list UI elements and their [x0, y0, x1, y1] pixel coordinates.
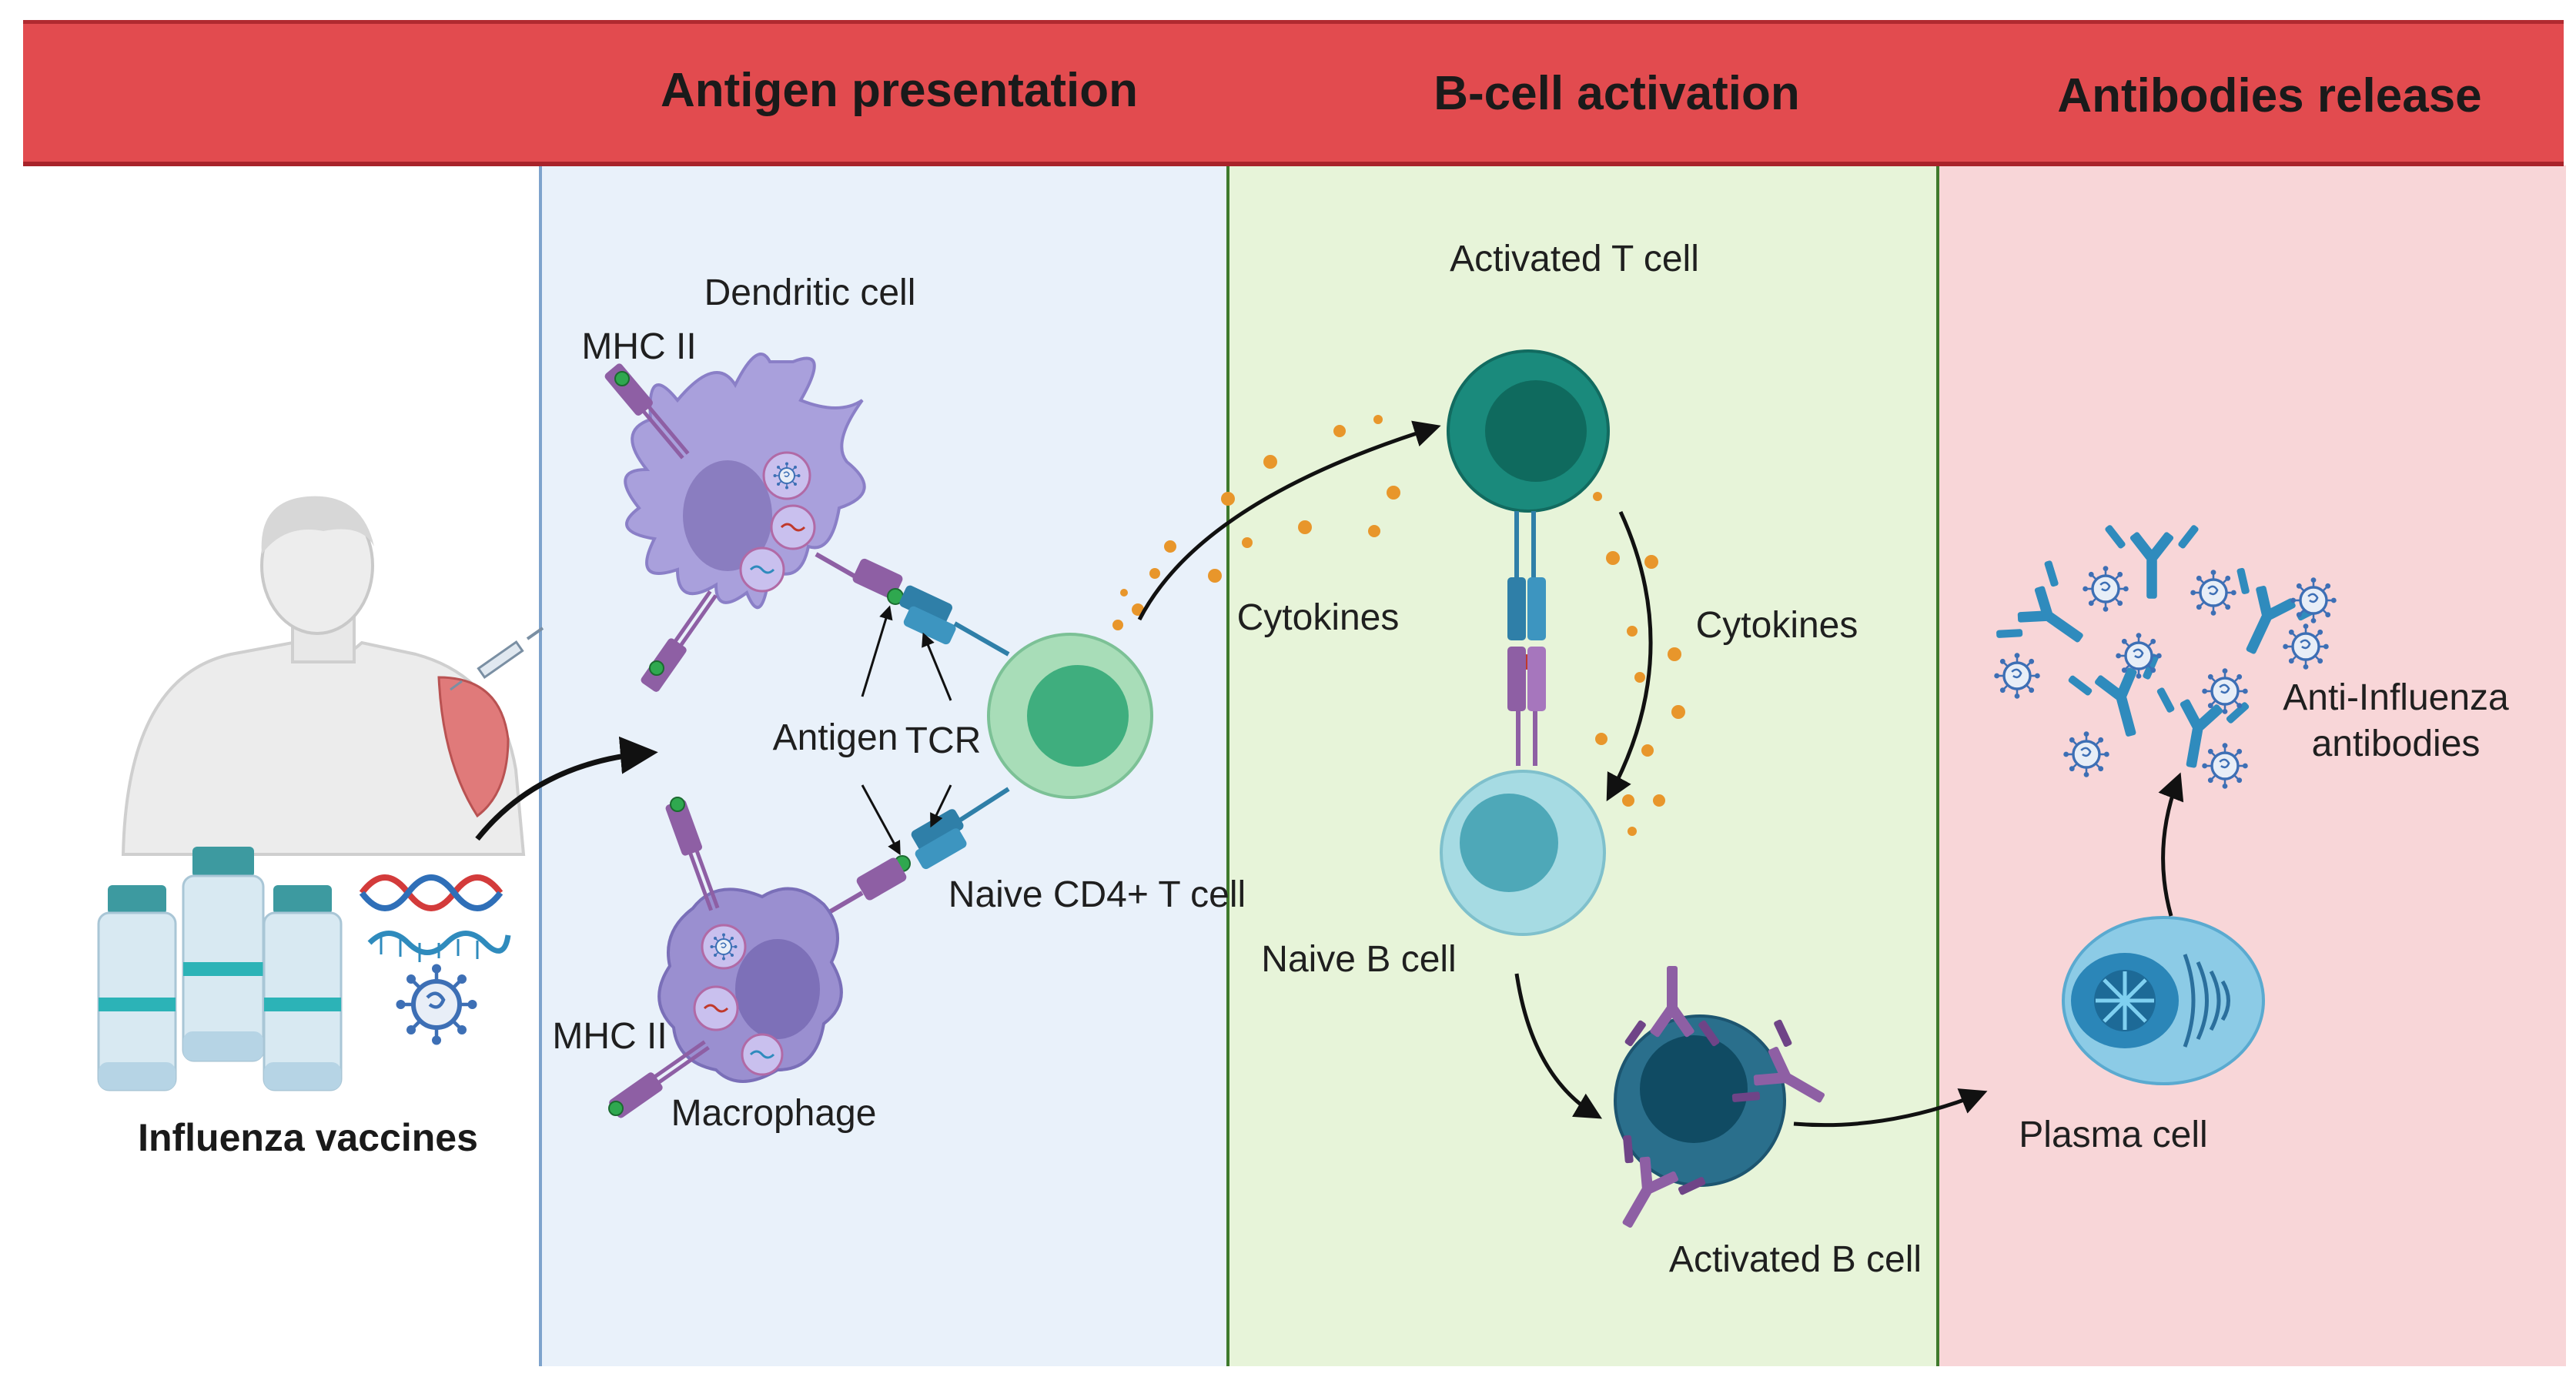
- mhc-ii-molecule: [852, 558, 903, 600]
- tcr-stalk: [953, 621, 1010, 657]
- virus-icon: [2081, 564, 2130, 613]
- deltoid-muscle: [437, 676, 510, 818]
- label-activated-b-cell: Activated B cell: [1669, 1239, 1922, 1280]
- pointer-antigen-up: [861, 605, 893, 697]
- header-antigen-presentation: Antigen presentation: [661, 64, 1138, 117]
- syringe-icon: [450, 627, 544, 691]
- naive-cd4-t-cell: [987, 633, 1153, 799]
- dna-icon: [359, 874, 503, 911]
- cytokine-dots: [1593, 492, 1685, 836]
- pointer-antigen-down: [861, 784, 901, 856]
- antigen-dot: [614, 371, 630, 386]
- antigen-dot: [670, 797, 685, 812]
- label-antigen: Antigen: [773, 717, 898, 758]
- vaccine-vials: [97, 847, 343, 1091]
- header-antibodies-release: Antibodies release: [2057, 69, 2481, 122]
- antigen-dot: [608, 1101, 624, 1116]
- label-activated-t-cell: Activated T cell: [1450, 239, 1699, 279]
- label-naive-cd4-t-cell: Naive CD4+ T cell: [948, 874, 1246, 915]
- tcr-stalk: [953, 787, 1010, 826]
- panel-b-cell-activation: [1228, 165, 1938, 1366]
- virus-icon: [396, 964, 477, 1045]
- arrow-activated-t-to-b: [1606, 510, 1653, 802]
- vial-icon: [182, 847, 265, 1062]
- label-cytokines-left: Cytokines: [1237, 597, 1400, 638]
- virus-icon: [1992, 651, 2042, 700]
- tcr-receptor: [903, 606, 956, 645]
- mhc-ii-molecule: [856, 857, 907, 901]
- arrow-vaccine-to-presentation: [475, 736, 658, 841]
- person-illustration: [121, 496, 544, 856]
- dendritic-cell: [624, 353, 866, 610]
- virus-icon: [2114, 631, 2163, 680]
- cytokine-dots: [1112, 415, 1400, 630]
- tcr-receptor: [899, 585, 952, 625]
- header-bar: [23, 22, 2564, 165]
- label-plasma-cell: Plasma cell: [2019, 1115, 2207, 1155]
- vial-icon: [263, 885, 343, 1091]
- naive-b-cell: [1440, 770, 1606, 936]
- label-dendritic-cell: Dendritic cell: [704, 272, 916, 313]
- virus-icon: [2281, 622, 2330, 671]
- arrow-activated-b-to-plasma: [1793, 1088, 1988, 1128]
- label-anti-influenza-2: antibodies: [2312, 724, 2481, 764]
- virus-icon: [2062, 730, 2111, 779]
- macrophage: [657, 887, 843, 1083]
- virus-icon: [2200, 667, 2250, 716]
- antigen-dot: [649, 660, 664, 676]
- label-macrophage: Macrophage: [671, 1093, 877, 1134]
- mhc-ii-molecule: [1507, 647, 1526, 711]
- label-influenza-vaccines: Influenza vaccines: [138, 1116, 478, 1159]
- tcr-receptor: [915, 828, 967, 870]
- virus-icon: [2200, 741, 2250, 790]
- header-bar-bottom-line: [23, 162, 2564, 166]
- virus-icon: [2189, 568, 2238, 617]
- label-cytokines-right: Cytokines: [1696, 605, 1858, 646]
- vial-icon: [97, 885, 177, 1091]
- activated-t-cell: [1447, 349, 1610, 513]
- mhc-ii-molecule: [1527, 647, 1546, 711]
- header-b-cell-activation: B-cell activation: [1434, 67, 1799, 120]
- label-mhc-ii-bottom: MHC II: [552, 1016, 667, 1057]
- plasma-cell: [2062, 916, 2265, 1085]
- label-mhc-ii-top: MHC II: [581, 326, 696, 367]
- tcr-receptor: [1527, 577, 1546, 640]
- label-anti-influenza-1: Anti-Influenza: [2283, 677, 2509, 718]
- label-naive-b-cell: Naive B cell: [1261, 939, 1456, 980]
- tcr-receptor: [911, 809, 964, 851]
- arrow-naive-to-activated-b: [1514, 973, 1603, 1119]
- header-bar-top-line: [23, 20, 2564, 24]
- label-tcr: TCR: [905, 720, 982, 761]
- tcr-receptor: [1507, 577, 1526, 640]
- arrow-t-to-activated: [1137, 420, 1441, 621]
- pointer-tcr-down: [930, 784, 952, 828]
- rna-icon: [367, 931, 511, 962]
- virus-icon: [2289, 576, 2338, 625]
- activated-b-cell: [1614, 1014, 1786, 1187]
- pointer-tcr-up: [922, 632, 952, 701]
- panel-antibodies-release: [1938, 165, 2566, 1366]
- arrow-plasma-to-antibodies: [2158, 772, 2184, 917]
